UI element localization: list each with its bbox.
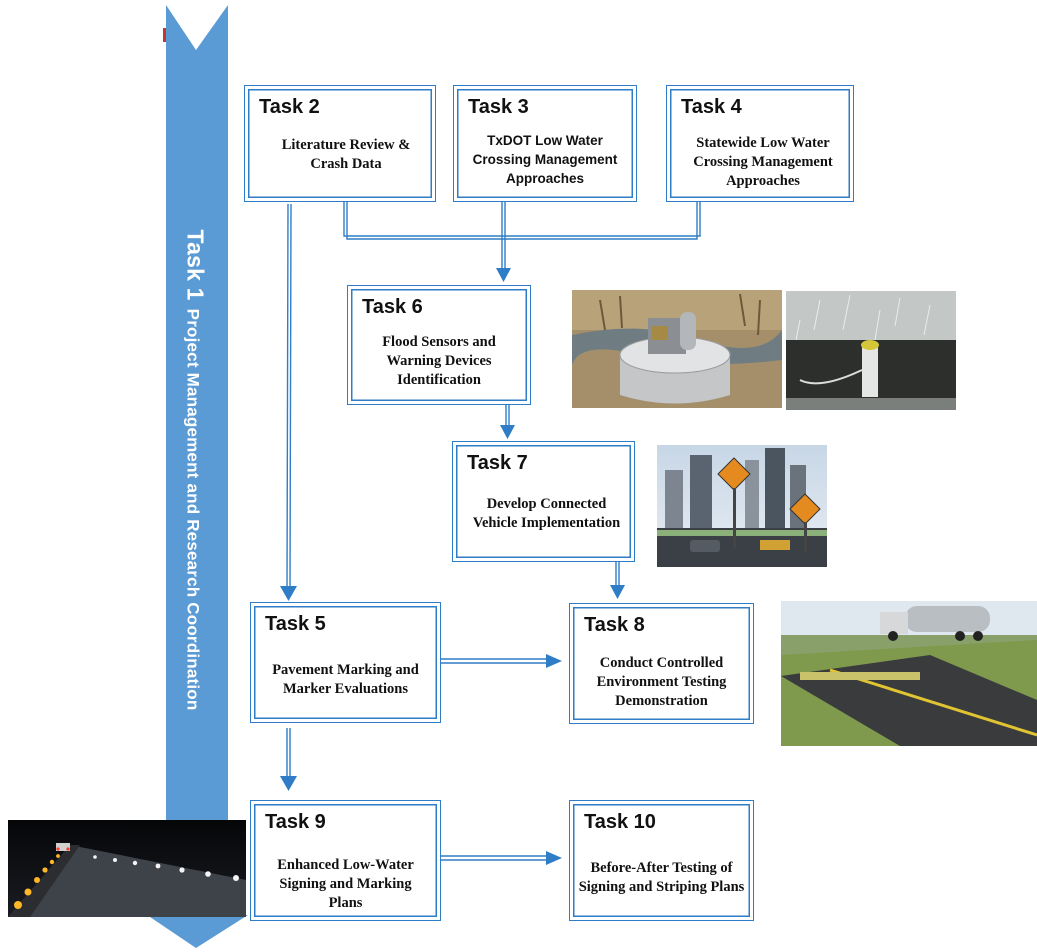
arrowhead-task8-top	[610, 585, 625, 599]
connector-lines	[286, 200, 701, 861]
task2-to-task5-a	[286, 203, 289, 591]
task-10-number: Task 10	[584, 811, 656, 833]
task-9-number: Task 9	[265, 811, 326, 833]
rain-sensor-photo	[786, 291, 956, 410]
tanker-truck-photo	[781, 601, 1037, 746]
task-5-description: Pavement Marking and Marker Evaluations	[272, 662, 419, 697]
task-10-description: Before-After Testing of Signing and Stri…	[578, 860, 745, 895]
merge-line-inner	[346, 200, 698, 240]
task-2-box: Task 2 Literature Review & Crash Data	[244, 85, 436, 202]
task-8-box: Task 8 Conduct Controlled Environment Te…	[569, 603, 754, 724]
city-signs-photo	[657, 445, 827, 567]
night-markers-photo	[8, 820, 246, 917]
task-4-description: Statewide Low Water Crossing Management …	[693, 135, 833, 189]
task-2-number: Task 2	[259, 96, 320, 118]
task-4-box: Task 4 Statewide Low Water Crossing Mana…	[666, 85, 854, 202]
flood-sensor-photo	[572, 290, 782, 408]
task-9-description: Enhanced Low-Water Signing and Marking P…	[277, 857, 414, 911]
task-3-description: TxDOT Low Water Crossing Management Appr…	[472, 133, 618, 186]
arrowhead-task5	[280, 586, 297, 601]
task-8-description: Conduct Controlled Environment Testing D…	[596, 655, 727, 709]
task1-label: Task 1	[182, 229, 209, 301]
arrowheads	[280, 268, 625, 865]
task-6-box: Task 6 Flood Sensors and Warning Devices…	[347, 285, 531, 405]
task-5-box: Task 5 Pavement Marking and Marker Evalu…	[250, 602, 441, 723]
task2-to-task5-b	[289, 203, 292, 591]
task-7-description: Develop Connected Vehicle Implementation	[472, 496, 621, 531]
arrowhead-task8-left	[546, 654, 562, 668]
task-2-description: Literature Review & Crash Data	[281, 137, 411, 172]
task1-title: Project Management and Research Coordina…	[183, 308, 203, 711]
task-7-box: Task 7 Develop Connected Vehicle Impleme…	[452, 441, 635, 562]
task-7-number: Task 7	[467, 452, 528, 474]
task1-banner-label: Task 1 Project Management and Research Co…	[182, 230, 209, 711]
arrowhead-task9	[280, 776, 297, 791]
task-6-number: Task 6	[362, 296, 423, 318]
task-6-description: Flood Sensors and Warning Devices Identi…	[382, 334, 496, 388]
task-4-number: Task 4	[681, 96, 742, 118]
banner-marker	[163, 28, 166, 42]
arrowhead-task6	[496, 268, 511, 282]
arrowhead-task10	[546, 851, 562, 865]
arrowhead-task7	[500, 425, 515, 439]
task-5-number: Task 5	[265, 613, 326, 635]
merge-line-outer	[343, 200, 701, 237]
task-3-box: Task 3 TxDOT Low Water Crossing Manageme…	[453, 85, 637, 202]
task1-banner-shape	[147, 5, 248, 948]
task-3-number: Task 3	[468, 96, 529, 118]
task-10-box: Task 10 Before-After Testing of Signing …	[569, 800, 754, 921]
task-9-box: Task 9 Enhanced Low-Water Signing and Ma…	[250, 800, 441, 921]
task-8-number: Task 8	[584, 614, 645, 636]
